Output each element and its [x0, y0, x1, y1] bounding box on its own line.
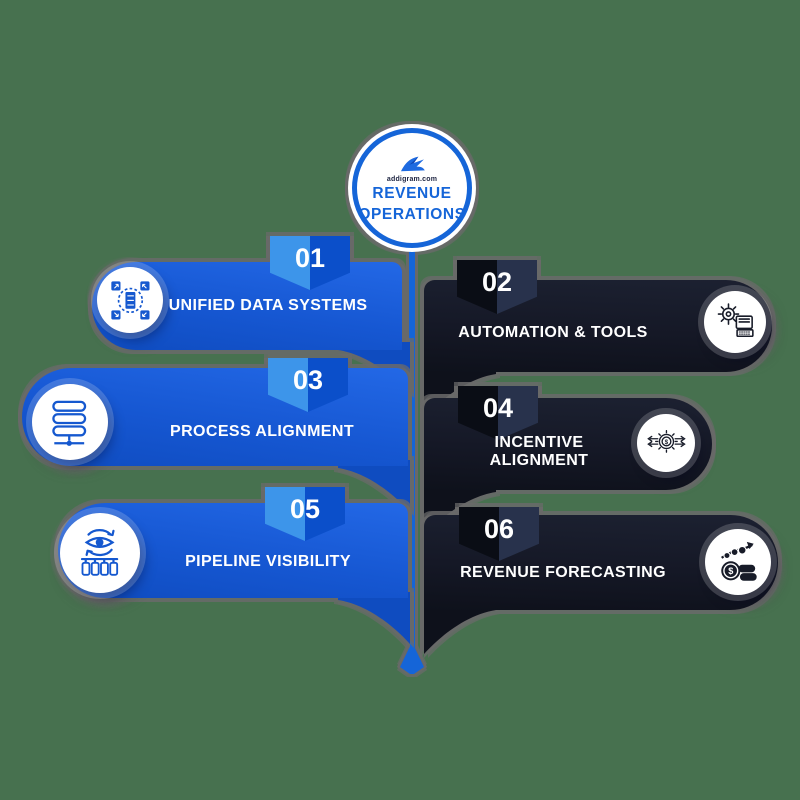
- banner-label: AUTOMATION & TOOLS: [458, 323, 648, 341]
- step-number: 02: [481, 266, 513, 297]
- center-stem-line: [409, 240, 415, 652]
- step-number: 01: [294, 242, 326, 273]
- svg-text:$: $: [664, 439, 668, 446]
- banner-tail: [338, 460, 410, 516]
- banner-revenue-forecasting: 06 $ REVENUE FORECASTING: [418, 499, 786, 661]
- banner-tail: [424, 366, 496, 422]
- banner-label: REVENUE FORECASTING: [460, 564, 666, 582]
- banner-tail: [424, 484, 496, 540]
- data-network-icon: [97, 267, 163, 333]
- step-number: 03: [292, 364, 324, 395]
- svg-text:$: $: [728, 566, 733, 576]
- banner-automation-tools: 02 AUTOMATION & TOOLS: [418, 256, 778, 426]
- banner-label: PROCESS ALIGNMENT: [170, 422, 354, 440]
- banner-unified-data-systems: 01 UNIFIED DATA SYSTEMS: [88, 236, 418, 401]
- hub-circle: addigram.com REVENUE OPERATIONS: [352, 128, 472, 248]
- hub-title-line2: OPERATIONS: [358, 205, 466, 223]
- brand-text: addigram.com: [386, 175, 438, 183]
- gear-laptop-icon: [704, 291, 766, 353]
- eye-pipeline-icon: [60, 513, 140, 593]
- step-number: 06: [483, 513, 515, 544]
- step-number: 05: [289, 493, 321, 524]
- banner-pipeline-visibility: 05 PIPELINE VISIBILITY: [52, 481, 416, 651]
- banner-tail: [424, 602, 496, 658]
- flowchart-icon: [32, 384, 108, 460]
- banner-label: UNIFIED DATA SYSTEMS: [168, 296, 368, 314]
- gear-dollar-arrows-icon: $: [637, 414, 695, 472]
- banner-label: INCENTIVE ALIGNMENT: [489, 433, 589, 469]
- banner-incentive-alignment: 04 $ INCENTIVE ALIGNMENT: [418, 386, 718, 544]
- bird-logo-icon: [401, 156, 425, 171]
- banner-label: PIPELINE VISIBILITY: [185, 552, 351, 570]
- banner-process-alignment: 03 PROCESS ALIGNMENT: [16, 352, 416, 520]
- hub-title-line1: REVENUE: [372, 184, 452, 202]
- money-trend-icon: $: [705, 529, 771, 595]
- step-number: 04: [482, 392, 514, 423]
- banner-tail: [338, 592, 410, 648]
- banner-tail: [338, 342, 410, 398]
